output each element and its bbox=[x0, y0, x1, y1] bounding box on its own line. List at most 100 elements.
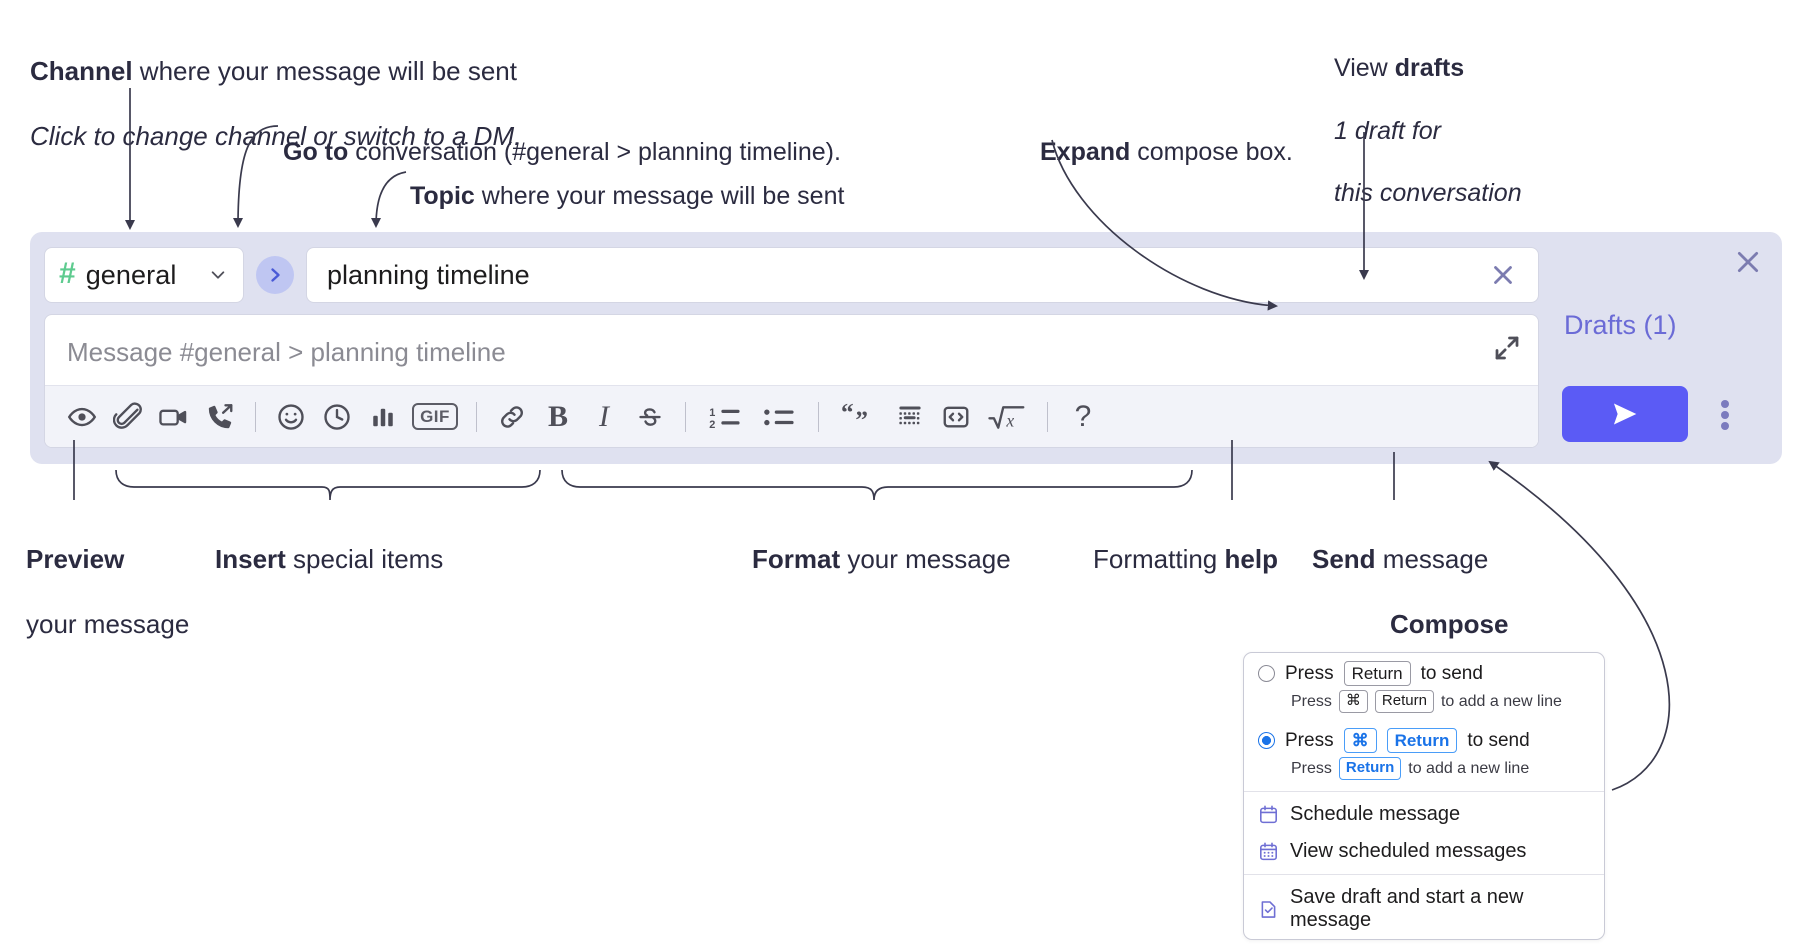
annotation-topic-bold: Topic bbox=[410, 182, 475, 211]
annotation-channel-rest: where your message will be sent bbox=[132, 55, 517, 86]
calendar-clock-icon bbox=[1258, 804, 1279, 825]
expand-icon[interactable] bbox=[1492, 333, 1522, 363]
annotation-preview-line2: your message bbox=[26, 608, 190, 639]
svg-text:”: ” bbox=[855, 406, 868, 431]
menu-item-view-scheduled-messages[interactable]: View scheduled messages bbox=[1244, 833, 1604, 870]
compose-options-kebab-menu-icon[interactable] bbox=[1710, 398, 1740, 432]
send-button[interactable] bbox=[1562, 386, 1688, 442]
message-placeholder: Message #general > planning timeline bbox=[67, 337, 506, 367]
svg-text:2: 2 bbox=[709, 418, 715, 430]
math-icon[interactable]: x bbox=[979, 394, 1035, 440]
svg-text:x: x bbox=[1005, 410, 1014, 430]
annotation-drafts-lead: View bbox=[1334, 54, 1395, 83]
chevron-down-icon bbox=[209, 266, 227, 284]
option-return-sub-rest: to add a new line bbox=[1440, 692, 1562, 710]
toolbar-separator-4 bbox=[818, 401, 819, 432]
annotation-expand: Expand compose box. bbox=[1040, 106, 1293, 169]
poll-icon[interactable] bbox=[360, 394, 406, 440]
annotation-format-rest: your message bbox=[840, 543, 1011, 574]
annotation-format: Format your message bbox=[752, 510, 1011, 575]
goto-conversation-button[interactable] bbox=[256, 256, 294, 294]
preview-icon[interactable] bbox=[59, 394, 105, 440]
compose-header-row: # general planning timeline bbox=[44, 246, 1539, 304]
menu-item-label: Save draft and start a new message bbox=[1290, 886, 1524, 931]
ordered-list-icon[interactable]: 1 2 bbox=[698, 394, 752, 440]
annotation-preview-bold: Preview bbox=[26, 543, 125, 574]
menu-divider-2 bbox=[1244, 874, 1604, 875]
menu-item-save-draft[interactable]: Save draft and start a new message bbox=[1244, 879, 1604, 939]
menu-divider-1 bbox=[1244, 791, 1604, 792]
annotation-goto: Go to conversation (#general > planning … bbox=[283, 106, 841, 169]
key-command: ⌘ bbox=[1338, 690, 1368, 713]
option-return-press: Press bbox=[1285, 662, 1334, 684]
svg-text:“: “ bbox=[841, 402, 854, 427]
message-input-box[interactable]: Message #general > planning timeline bbox=[44, 314, 1539, 448]
option-cmd-return-hint: Press Return to add a new line bbox=[1244, 755, 1604, 787]
annotation-help: Formatting help bbox=[1093, 510, 1278, 575]
gif-label: GIF bbox=[412, 403, 458, 430]
option-return-sub-press: Press bbox=[1291, 692, 1332, 710]
compose-options-menu: Press Return to send Press ⌘ Return to a… bbox=[1243, 652, 1605, 940]
channel-name: general bbox=[85, 259, 177, 290]
radio-cmd-return-to-send[interactable] bbox=[1258, 732, 1275, 750]
gif-icon[interactable]: GIF bbox=[406, 394, 464, 440]
hash-icon: # bbox=[59, 257, 76, 290]
annotation-drafts-bold: drafts bbox=[1394, 54, 1465, 83]
toolbar-separator-5 bbox=[1047, 401, 1048, 432]
channel-picker[interactable]: # general bbox=[44, 247, 244, 303]
annotation-channel-bold: Channel bbox=[30, 55, 133, 86]
annotation-insert: Insert special items bbox=[215, 510, 443, 575]
annotation-expand-bold: Expand bbox=[1040, 138, 1131, 167]
menu-item-schedule-message[interactable]: Schedule message bbox=[1244, 796, 1604, 833]
toolbar-separator-3 bbox=[685, 401, 686, 432]
strikethrough-icon[interactable] bbox=[627, 394, 673, 440]
annotation-help-lead: Formatting bbox=[1093, 543, 1225, 574]
key-return: Return bbox=[1343, 661, 1411, 687]
annotation-insert-rest: special items bbox=[285, 543, 444, 574]
bold-label: B bbox=[547, 399, 568, 433]
annotation-goto-bold: Go to bbox=[283, 138, 349, 167]
annotation-send-bold: Send bbox=[1312, 543, 1376, 574]
close-icon[interactable] bbox=[1732, 246, 1764, 278]
audio-call-icon[interactable] bbox=[197, 394, 243, 440]
annotation-topic-rest: where your message will be sent bbox=[474, 182, 845, 211]
toolbar-separator-1 bbox=[255, 401, 256, 432]
send-icon bbox=[1613, 403, 1637, 425]
annotation-goto-rest: conversation (#general > planning timeli… bbox=[348, 138, 841, 167]
attachment-icon[interactable] bbox=[105, 394, 151, 440]
annotation-topic: Topic where your message will be sent bbox=[410, 150, 844, 213]
help-icon[interactable]: ? bbox=[1060, 394, 1106, 440]
inline-code-icon[interactable] bbox=[933, 394, 979, 440]
key-command-2: ⌘ bbox=[1343, 728, 1377, 754]
topic-field[interactable]: planning timeline bbox=[306, 247, 1539, 303]
annotation-drafts-sub2: this conversation bbox=[1334, 179, 1522, 208]
menu-item-label: View scheduled messages bbox=[1290, 840, 1527, 862]
annotation-expand-rest: compose box. bbox=[1130, 138, 1293, 167]
radio-return-to-send[interactable] bbox=[1258, 665, 1275, 683]
option-cmd-sub-rest: to add a new line bbox=[1408, 759, 1530, 777]
annotation-format-bold: Format bbox=[752, 543, 841, 574]
option-press-return-to-send[interactable]: Press Return to send bbox=[1244, 653, 1604, 688]
video-camera-icon[interactable] bbox=[151, 394, 197, 440]
clock-icon[interactable] bbox=[314, 394, 360, 440]
emoji-icon[interactable] bbox=[268, 394, 314, 440]
annotation-send-rest: message bbox=[1375, 543, 1489, 574]
option-return-hint: Press ⌘ Return to add a new line bbox=[1244, 688, 1604, 720]
code-block-icon[interactable] bbox=[887, 394, 933, 440]
option-press-cmd-return-to-send[interactable]: Press ⌘ Return to send bbox=[1244, 720, 1604, 755]
chevron-right-icon bbox=[271, 268, 280, 282]
bold-icon[interactable]: B bbox=[535, 394, 581, 440]
bulleted-list-icon[interactable] bbox=[752, 394, 806, 440]
topic-value: planning timeline bbox=[327, 259, 530, 290]
topic-clear-close-icon[interactable] bbox=[1486, 258, 1520, 292]
italic-icon[interactable]: I bbox=[581, 394, 627, 440]
annotation-preview: Preview your message bbox=[26, 510, 189, 640]
annotation-insert-bold: Insert bbox=[215, 543, 286, 574]
link-icon[interactable] bbox=[489, 394, 535, 440]
drafts-link[interactable]: Drafts (1) bbox=[1564, 310, 1677, 340]
formatting-toolbar: GIF B I bbox=[45, 385, 1538, 447]
blockquote-icon[interactable]: “ ” bbox=[831, 394, 887, 440]
option-cmd-to-send: to send bbox=[1467, 729, 1530, 751]
annotation-send: Send message bbox=[1312, 510, 1488, 575]
save-draft-icon bbox=[1258, 899, 1279, 920]
